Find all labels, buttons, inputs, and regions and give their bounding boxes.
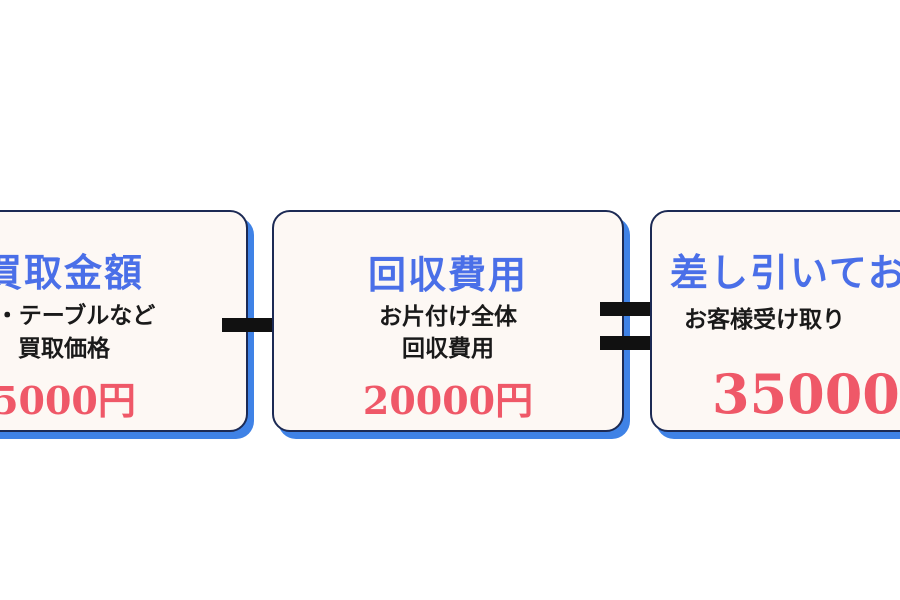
card-title: 買取金額: [0, 251, 144, 295]
card-title: 差し引いてお: [670, 251, 900, 295]
net-amount-card: 差し引いてお お客様受け取り 35000円: [650, 210, 900, 432]
card-amount: 35000円: [712, 362, 900, 426]
card-description-line: お片付け全体: [379, 304, 517, 330]
card-amount: 5000円: [0, 378, 136, 423]
card-description-line: 回収費用: [402, 336, 494, 362]
purchase-amount-card: 買取金額 ァ・テーブルなど 買取価格 5000円: [0, 210, 248, 432]
card-description-line: ァ・テーブルなど: [0, 303, 156, 329]
card-description-line: 買取価格: [18, 336, 110, 362]
card-title: 回収費用: [367, 253, 528, 297]
card-amount: 20000円: [362, 378, 534, 423]
collection-fee-card: 回収費用 お片付け全体 回収費用 20000円: [272, 210, 624, 432]
card-description-line: お客様受け取り: [684, 307, 845, 333]
